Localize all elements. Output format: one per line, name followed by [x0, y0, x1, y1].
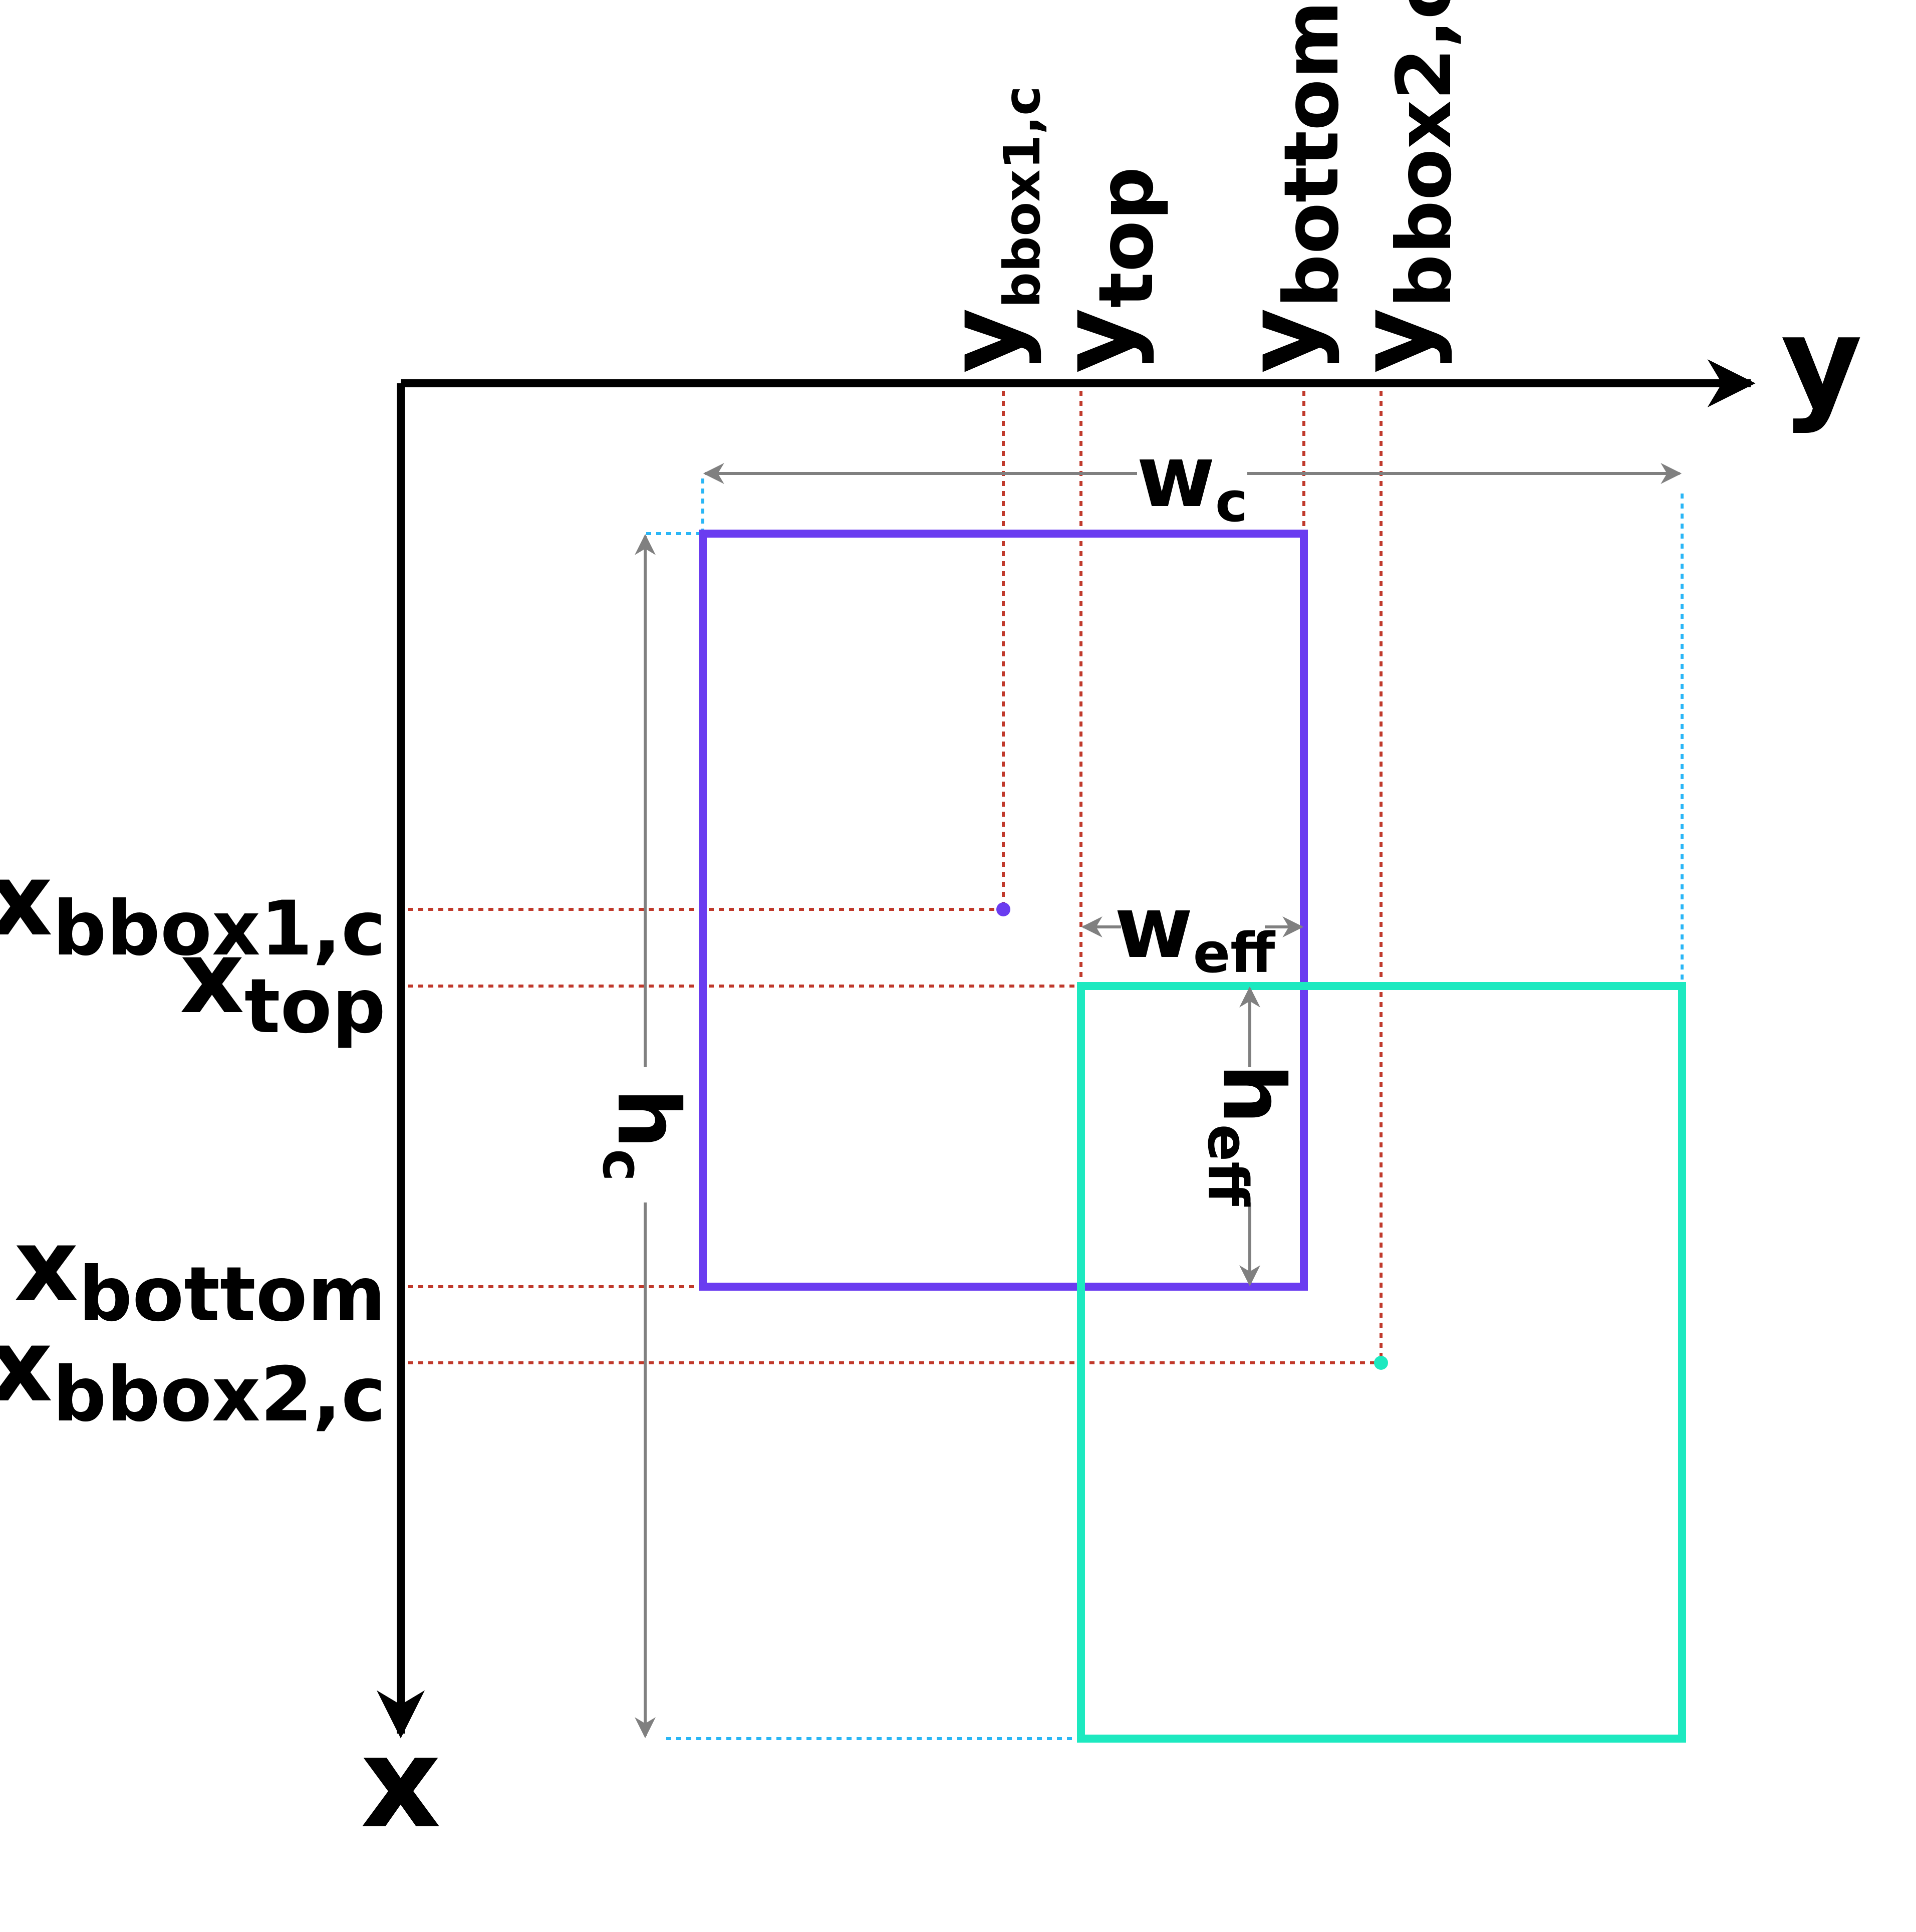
- x-label-bbox2-sub: bbox2,c: [53, 1351, 386, 1438]
- wc-label-sub: c: [1215, 470, 1248, 534]
- svg-text:hc: hc: [591, 1088, 697, 1181]
- y-axis-label: y: [1781, 290, 1862, 435]
- svg-text:ybbox2,c: ybbox2,c: [1337, 0, 1468, 373]
- y-label-bottom: ybottom: [1225, 1, 1355, 373]
- y-label-bottom-main: y: [1225, 308, 1341, 373]
- x-label-bottom-sub: bottom: [79, 1251, 386, 1338]
- y-label-top-sub: top: [1083, 166, 1170, 308]
- x-label-bbox1-sub: bbox1,c: [53, 885, 386, 973]
- weff-label-main: w: [1115, 878, 1193, 978]
- heff-label-main: h: [1203, 1064, 1302, 1124]
- bbox1-rect: [699, 530, 1308, 1291]
- dimension-arrows: [635, 463, 1682, 1739]
- bbox2-center-point: [1374, 1356, 1388, 1370]
- y-label-bbox1-main: y: [927, 308, 1043, 373]
- bbox2-rect: [1077, 982, 1686, 1743]
- hc-label: hc: [591, 1088, 697, 1181]
- svg-text:ytop: ytop: [1039, 166, 1170, 373]
- y-label-bottom-sub: bottom: [1268, 1, 1355, 308]
- x-label-top-main: x: [180, 919, 244, 1036]
- hc-label-main: h: [598, 1088, 697, 1149]
- bbox1-center-point: [996, 902, 1010, 916]
- x-label-bottom-main: x: [14, 1208, 79, 1324]
- y-label-top-main: y: [1039, 308, 1156, 373]
- wc-label: wc: [1137, 427, 1248, 534]
- heff-label: heff: [1196, 1064, 1302, 1208]
- horizontal-guides: [408, 908, 1381, 1364]
- wc-label-main: w: [1137, 427, 1215, 527]
- y-label-top: ytop: [1039, 166, 1170, 373]
- x-label-bbox1-main: x: [0, 842, 53, 958]
- y-label-bbox2: ybbox2,c: [1337, 0, 1468, 373]
- x-label-top: xtop: [180, 919, 386, 1050]
- x-label-bbox2-main: x: [0, 1308, 53, 1424]
- x-label-bottom: xbottom: [14, 1208, 386, 1338]
- x-axis-label: x: [360, 1710, 441, 1856]
- svg-text:ybottom: ybottom: [1225, 1, 1355, 373]
- y-label-bbox2-sub: bbox2,c: [1381, 0, 1468, 308]
- weff-label: weff: [1115, 878, 1276, 985]
- svg-text:heff: heff: [1196, 1064, 1302, 1208]
- y-label-bbox2-main: y: [1337, 308, 1454, 373]
- extent-lines: [646, 478, 1684, 1740]
- x-label-bbox1: xbbox1,c: [0, 842, 386, 973]
- heff-label-sub: eff: [1196, 1124, 1260, 1208]
- svg-text:ybbox1,c: ybbox1,c: [927, 86, 1051, 373]
- y-label-bbox1-sub: bbox1,c: [993, 86, 1051, 308]
- vertical-guides: [1002, 381, 1383, 1363]
- y-label-bbox1: ybbox1,c: [927, 86, 1051, 373]
- weff-label-sub: eff: [1193, 921, 1276, 985]
- x-label-top-sub: top: [244, 963, 386, 1050]
- hc-label-sub: c: [591, 1149, 655, 1181]
- x-label-bbox2: xbbox2,c: [0, 1308, 386, 1438]
